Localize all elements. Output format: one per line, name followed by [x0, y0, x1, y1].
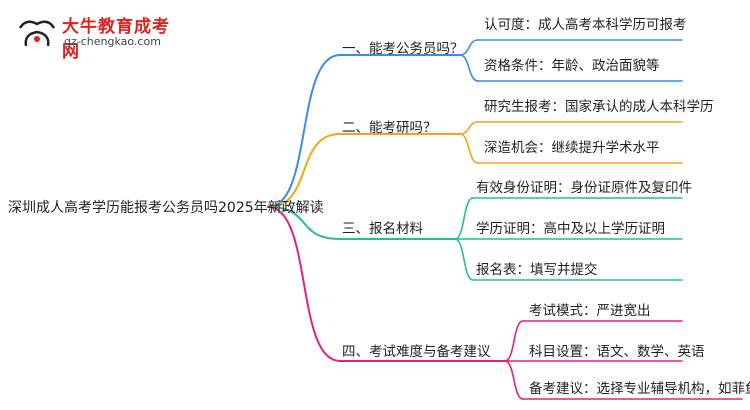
branch-4-child-1: 考试模式：严进宽出: [529, 303, 651, 319]
branch-3-child-1-connector: [454, 197, 474, 240]
branch-2-child-1: 研究生报考：国家承认的成人本科学历: [484, 99, 714, 115]
branch-2-connector: [267, 133, 341, 208]
branch-1-connector: [267, 54, 341, 208]
branch-4-child-3-connector: [504, 360, 524, 400]
branch-1-child-1-connector: [459, 39, 479, 56]
branch-3-child-1: 有效身份证明：身份证原件及复印件: [476, 180, 692, 196]
branch-2-child-2: 深造机会：继续提升学术水平: [484, 140, 660, 156]
watermark-title: 大牛教育成考网: [62, 17, 170, 62]
branch-4-child-1-connector: [504, 320, 524, 362]
watermark-logo: 大牛教育成考网 gz-chengkao.com: [12, 8, 182, 62]
branch-3-node: 三、报名材料: [342, 221, 423, 237]
branch-2-child-1-connector: [459, 121, 479, 135]
branch-1-node: 一、能考公务员吗？: [342, 41, 464, 57]
branch-3-connector: [267, 206, 341, 240]
ox-logo-icon: [18, 20, 56, 47]
branch-3-child-3-connector: [454, 238, 474, 281]
branch-1-child-2: 资格条件：年龄、政治面貌等: [484, 58, 660, 74]
branch-3-child-2: 学历证明：高中及以上学历证明: [476, 221, 665, 237]
branch-2-node: 二、能考研吗？: [342, 120, 437, 136]
branch-1-child-1: 认可度：成人高考本科学历可报考: [484, 17, 687, 33]
root-node: 深圳成人高考学历能报考公务员吗2025年新政解读: [8, 200, 324, 216]
branch-4-child-3: 备考建议：选择专业辅导机构，如菲鱼教育: [529, 381, 750, 397]
branch-4-node: 四、考试难度与备考建议: [342, 344, 491, 360]
branch-1-child-2-connector: [459, 54, 479, 82]
branch-3-child-3: 报名表：填写并提交: [476, 262, 598, 278]
watermark-url: gz-chengkao.com: [64, 35, 161, 48]
branch-4-child-2: 科目设置：语文、数学、英语: [529, 344, 705, 360]
branch-4-connector: [267, 206, 341, 362]
branch-2-child-2-connector: [459, 133, 479, 164]
